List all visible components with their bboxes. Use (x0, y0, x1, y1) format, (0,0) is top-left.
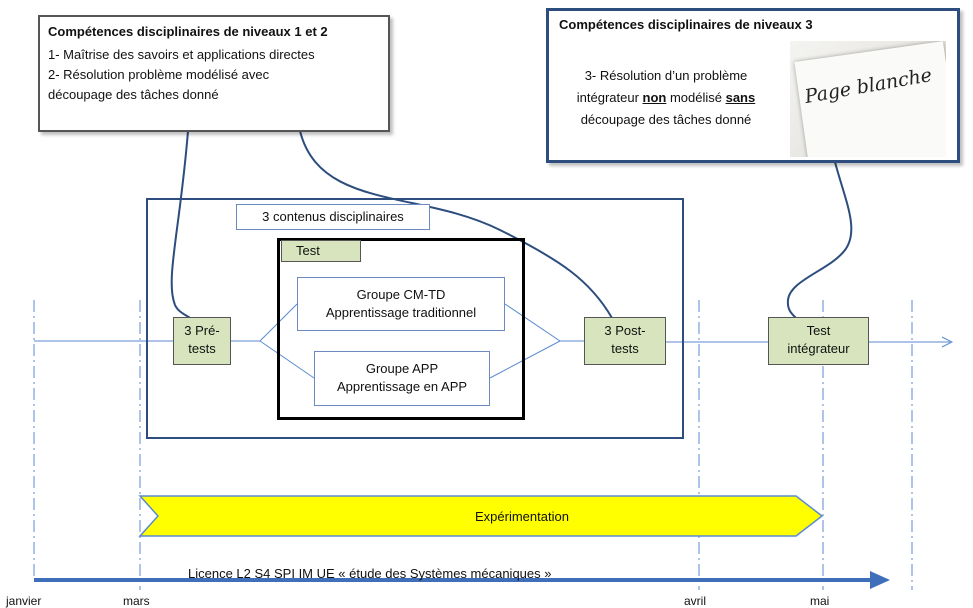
test-integrateur-box: Test intégrateur (768, 317, 869, 365)
timeline-arrowhead (870, 571, 890, 589)
test-label: Test (281, 240, 361, 262)
competences-12-line3: découpage des tâches donné (48, 87, 219, 102)
competences-3-line2-mid: modélisé (666, 90, 726, 105)
branch-post-app (489, 340, 561, 379)
competences-niveaux-1-2-box: Compétences disciplinaires de niveaux 1 … (38, 15, 390, 132)
competences-niveau-3-box: Compétences disciplinaires de niveaux 3 … (546, 8, 960, 163)
test-integrateur-line2: intégrateur (787, 341, 850, 356)
groupe-cmtd-line2: Apprentissage traditionnel (325, 305, 477, 320)
month-janvier: janvier (6, 594, 42, 608)
post-tests-line1: 3 Post- (604, 323, 646, 338)
competences-12-line1: 1- Maîtrise des savoirs et applications … (48, 47, 315, 62)
competences-3-line2-pre: intégrateur (576, 90, 643, 105)
month-avril: avril (684, 594, 707, 608)
post-tests-line2: tests (611, 341, 639, 356)
pre-tests-box: 3 Pré- tests (173, 317, 231, 365)
groupe-cmtd-line1: Groupe CM-TD (356, 287, 446, 302)
month-mai: mai (810, 594, 830, 608)
competences-12-line2: 2- Résolution problème modélisé avec (48, 67, 270, 82)
pre-tests-line1: 3 Pré- (184, 323, 220, 338)
test-frame (277, 238, 525, 420)
competences-3-non: non (642, 90, 667, 105)
groupe-app-box: Groupe APP Apprentissage en APP (314, 351, 490, 406)
groupe-app-line1: Groupe APP (365, 361, 439, 376)
curve-comp12-pre (170, 130, 191, 319)
groupe-cmtd-box: Groupe CM-TD Apprentissage traditionnel (297, 277, 505, 331)
experiment-frame (146, 198, 684, 439)
pre-tests-line2: tests (188, 341, 216, 356)
competences-3-line2: intégrateur non modélisé sans (557, 90, 775, 105)
post-tests-box: 3 Post- tests (584, 317, 666, 365)
experimentation-arrow (138, 495, 824, 537)
contenus-disciplinaires-label: 3 contenus disciplinaires (236, 204, 430, 230)
competences-3-line3: découpage des tâches donné (580, 112, 752, 127)
branch-pre-app (259, 340, 315, 379)
month-mars: mars (123, 594, 150, 608)
experimentation-label: Expérimentation (475, 509, 569, 524)
groupe-app-line2: Apprentissage en APP (336, 379, 468, 394)
curve-comp3-test (786, 161, 853, 319)
competences-3-title: Compétences disciplinaires de niveaux 3 (559, 17, 813, 32)
competences-3-line1: 3- Résolution d’un problème (584, 68, 748, 83)
curve-comp12-post (299, 130, 613, 319)
competences-3-sans: sans (725, 90, 756, 105)
licence-label: Licence L2 S4 SPI IM UE « étude des Syst… (188, 566, 552, 581)
page-blanche-photo: Page blanche (790, 41, 946, 157)
competences-12-title: Compétences disciplinaires de niveaux 1 … (48, 24, 328, 39)
test-integrateur-line1: Test (806, 323, 831, 338)
flow-arrowhead (941, 336, 954, 348)
